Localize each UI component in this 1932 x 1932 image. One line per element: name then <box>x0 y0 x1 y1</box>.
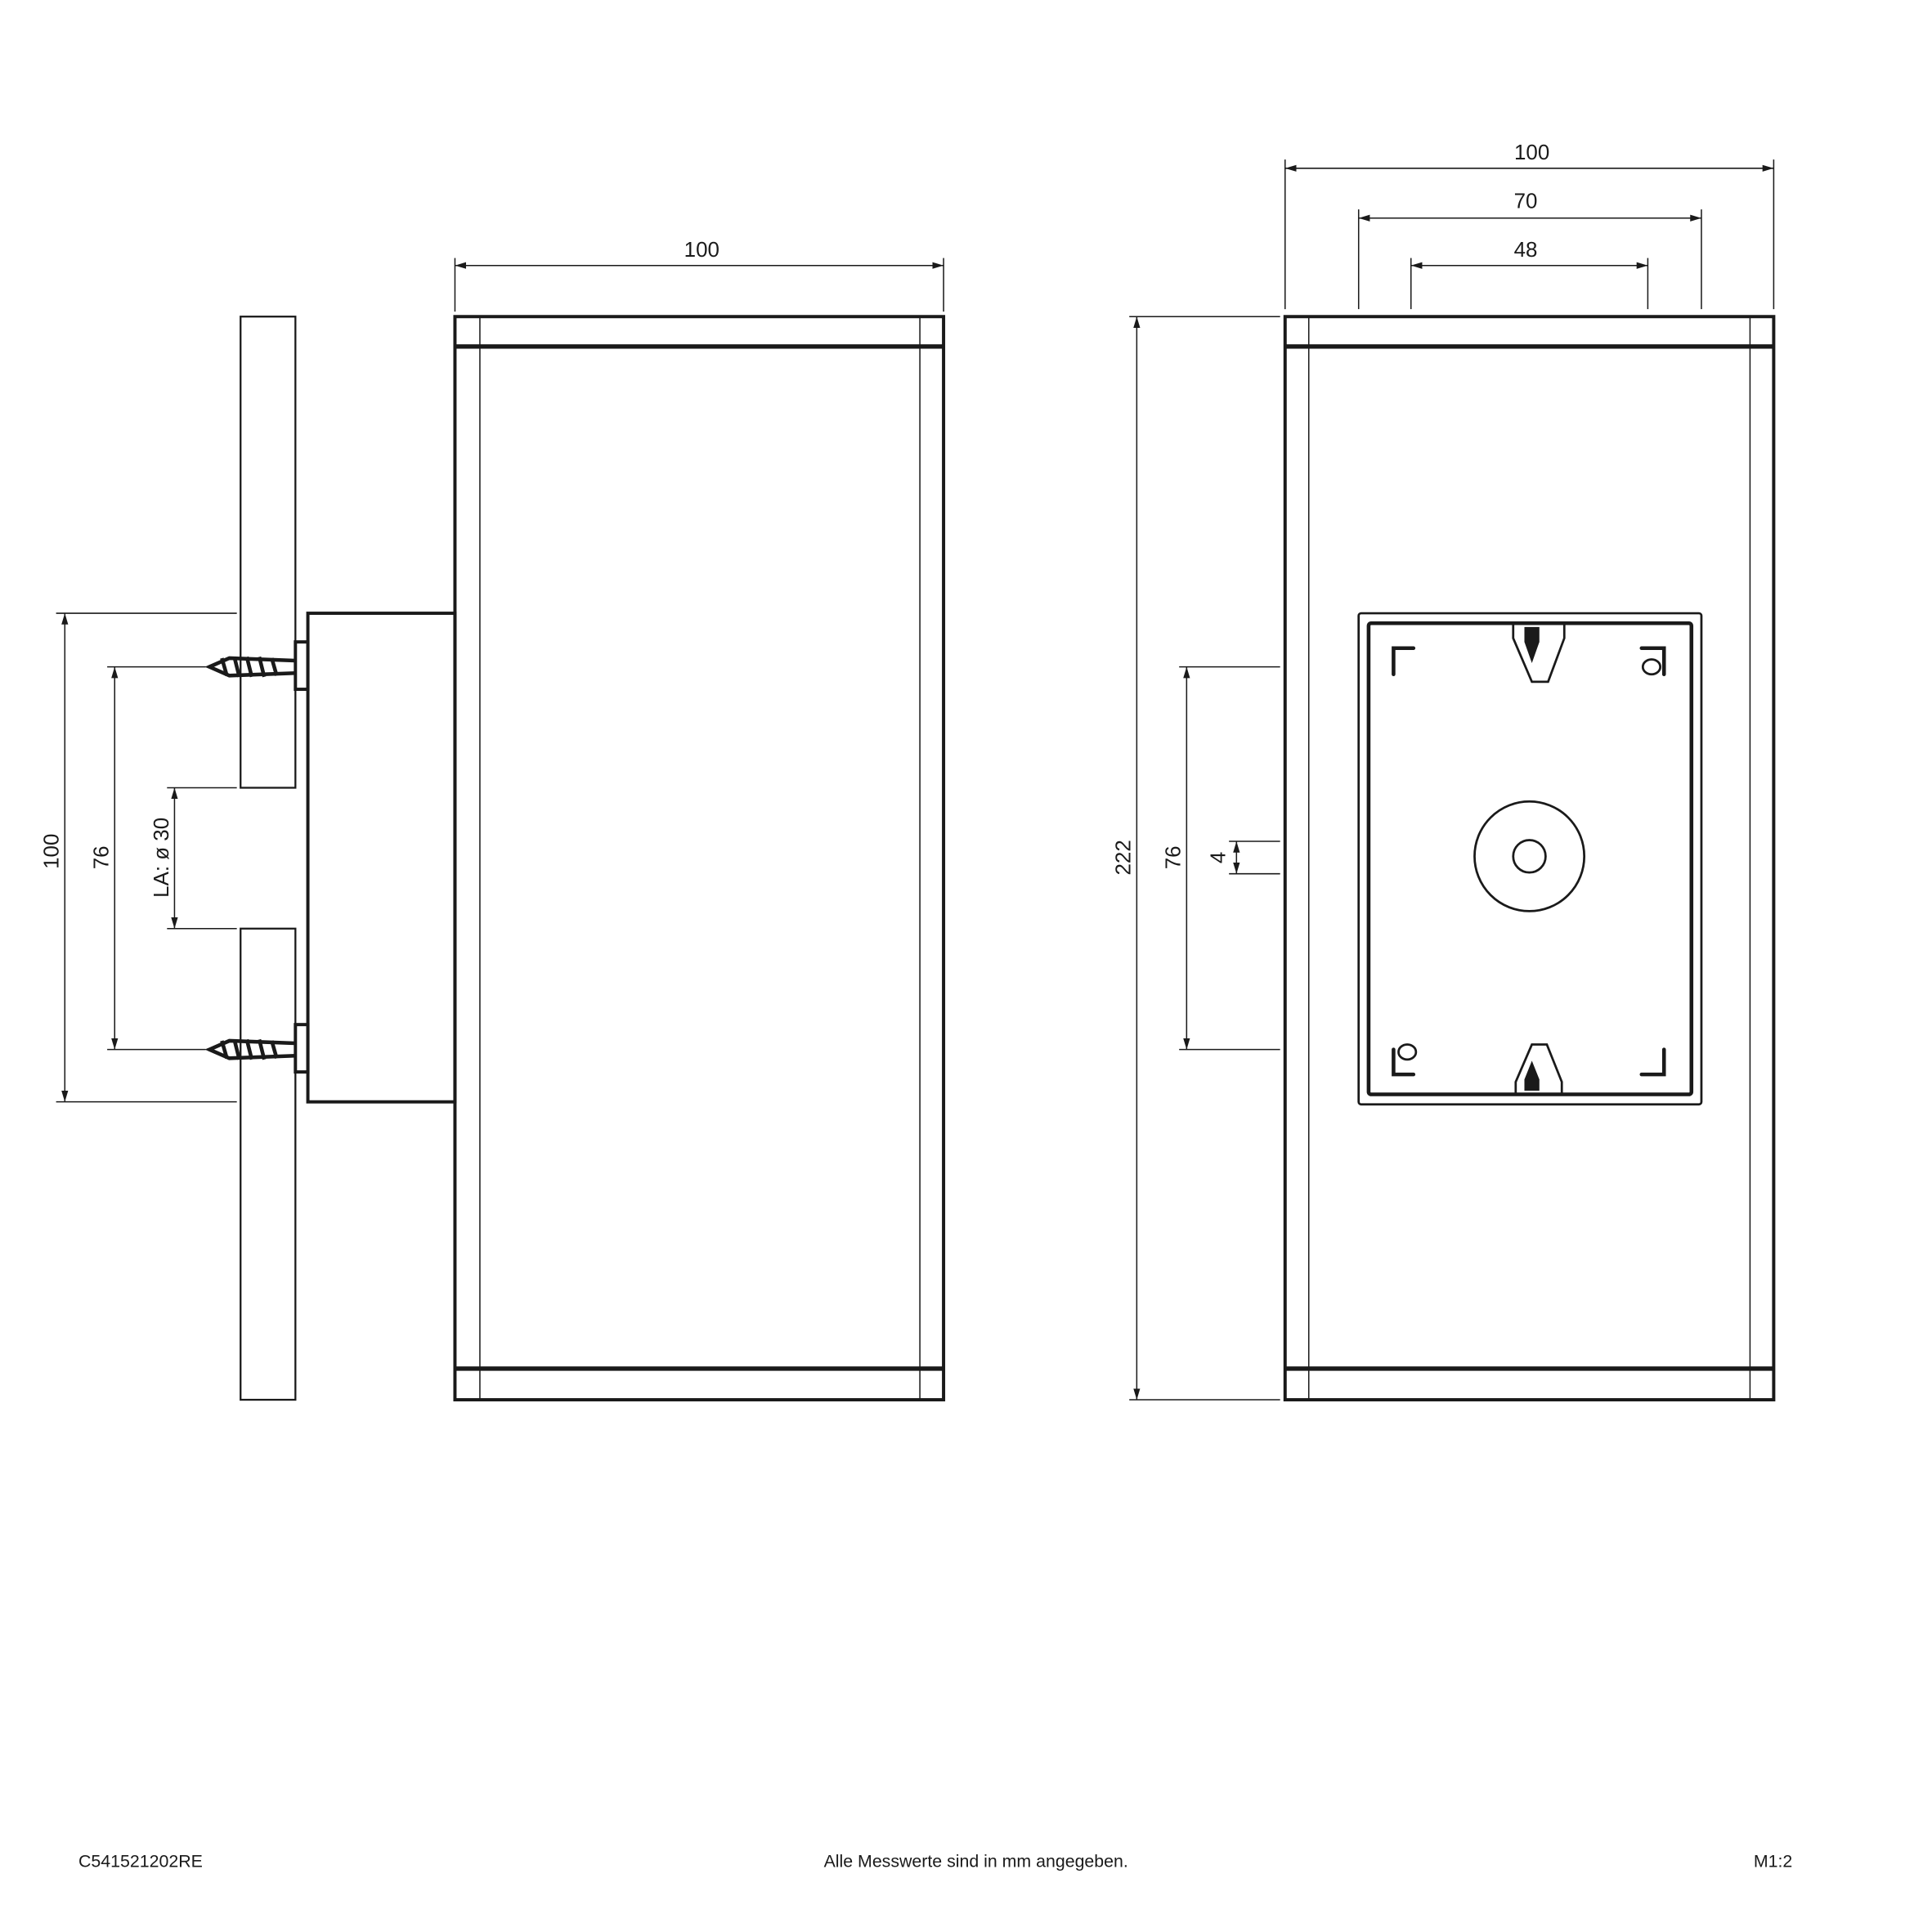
wall-lower <box>240 927 297 1401</box>
dim-plate-width: 70 <box>1514 191 1538 213</box>
side-view: 100 100 76 LA: ø 30 <box>41 239 946 1402</box>
article-number: C541521202RE <box>78 1852 203 1871</box>
mounting-bracket <box>306 612 457 1104</box>
dim-side-width: 100 <box>684 239 719 262</box>
cable-outlet-ring <box>1473 800 1586 912</box>
dim-offset: 4 <box>1208 852 1230 863</box>
cable-outlet-hole <box>1512 839 1547 874</box>
dim-front-width: 100 <box>1514 141 1549 164</box>
dim-cable-outlet: LA: ø 30 <box>150 818 173 898</box>
dim-screw-spacing-side: 76 <box>91 845 114 869</box>
spacer-top <box>294 640 310 692</box>
front-view: 100 70 48 222 76 4 <box>1113 141 1776 1402</box>
lamp-body-side <box>453 315 946 1402</box>
screw-icon <box>204 1038 296 1060</box>
scale-label: M1:2 <box>1754 1852 1792 1871</box>
wall-upper <box>240 316 297 789</box>
dim-screw-spacing-front: 76 <box>1163 845 1186 869</box>
dim-hole-spacing: 48 <box>1514 239 1538 262</box>
units-note: Alle Messwerte sind in mm angegeben. <box>824 1852 1128 1871</box>
screw-icon <box>204 656 296 678</box>
dim-height: 222 <box>1113 840 1136 875</box>
spacer-bottom <box>294 1023 310 1074</box>
dim-bracket-height: 100 <box>41 834 64 869</box>
lamp-body-front <box>1283 315 1776 1402</box>
mounting-plate <box>1357 612 1703 1106</box>
